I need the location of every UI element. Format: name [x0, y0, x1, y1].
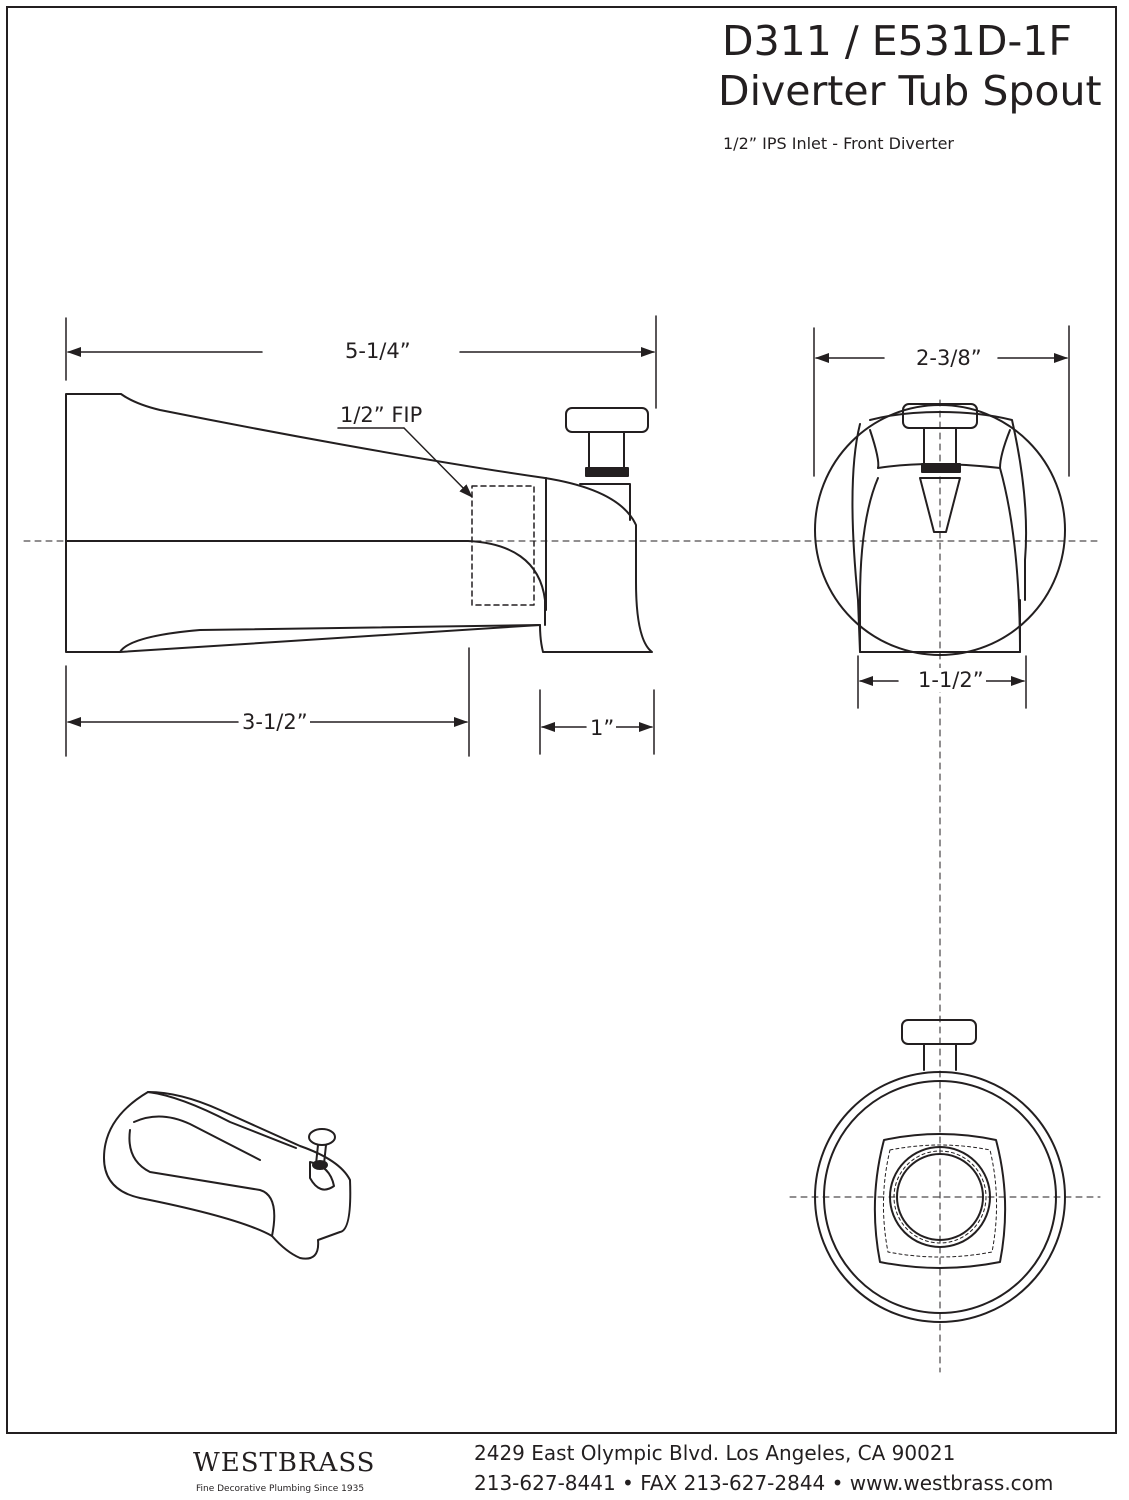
front-view — [814, 399, 1066, 1373]
company-contact: 213-627-8441 • FAX 213-627-2844 • www.we… — [474, 1471, 1054, 1495]
spout-width-label: 1-1/2” — [916, 668, 986, 692]
inlet-depth-label: 3-1/2” — [240, 710, 310, 734]
product-spec: 1/2” IPS Inlet - Front Diverter — [723, 134, 955, 153]
front-width-label: 2-3/8” — [914, 346, 984, 370]
brand-logo: WESTBRASS — [193, 1448, 376, 1478]
brand-tagline: Fine Decorative Plumbing Since 1935 — [196, 1484, 365, 1494]
product-title: Diverter Tub Spout — [718, 67, 1102, 115]
drawing-border — [6, 6, 1117, 1434]
diverter-offset-label: 1” — [588, 716, 617, 740]
fip-label: 1/2” FIP — [338, 403, 425, 427]
model-number: D311 / E531D-1F — [722, 17, 1072, 65]
isometric-view — [103, 1091, 352, 1260]
company-address: 2429 East Olympic Blvd. Los Angeles, CA … — [474, 1441, 956, 1465]
back-view — [789, 1019, 1101, 1323]
overall-length-label: 5-1/4” — [343, 339, 413, 363]
side-view — [23, 393, 1101, 653]
